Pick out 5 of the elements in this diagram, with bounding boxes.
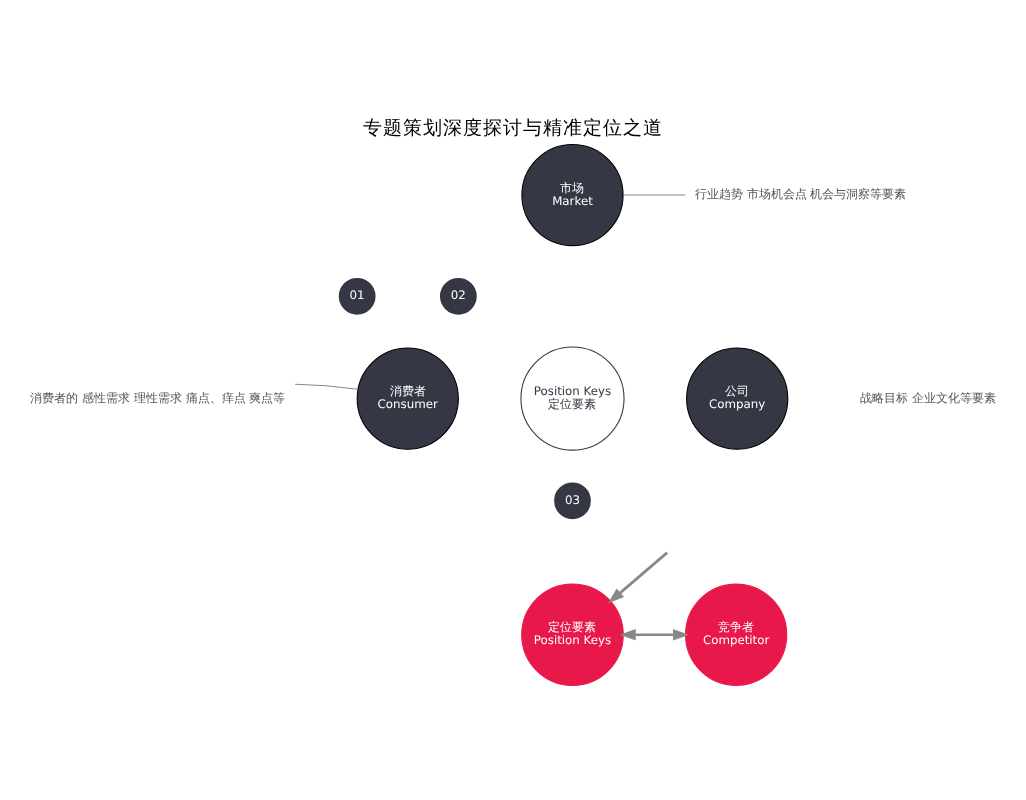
connector: [294, 383, 359, 390]
diagram-title: 专题策划深度探讨与精准定位之道: [363, 118, 663, 141]
connector: [622, 194, 686, 196]
arrow: [608, 551, 669, 604]
arrow: [619, 629, 690, 641]
